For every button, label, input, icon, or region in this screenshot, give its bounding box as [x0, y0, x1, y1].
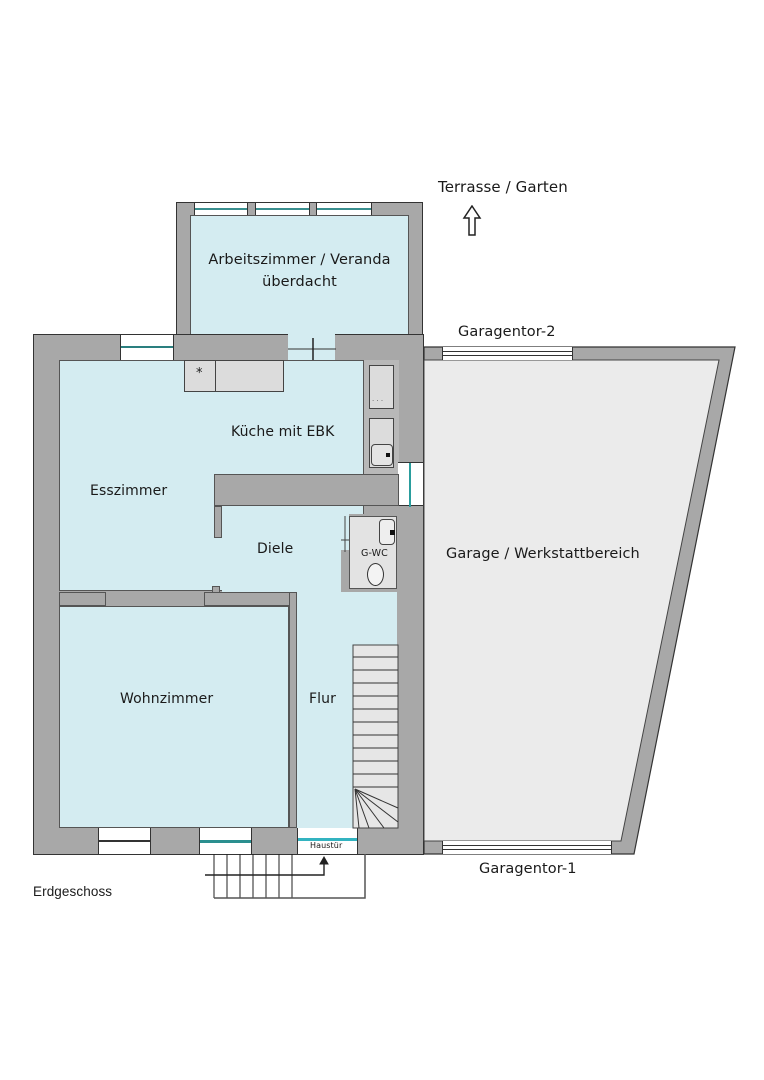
garage-label: Garage / Werkstattbereich — [446, 546, 640, 562]
living-label: Wohnzimmer — [120, 691, 214, 707]
dining-label: Esszimmer — [90, 483, 168, 499]
garage-door-2-label: Garagentor-2 — [458, 324, 556, 340]
stove-marker-icon: * — [196, 366, 203, 381]
partition-left — [59, 592, 106, 606]
kitchen-partition — [214, 474, 399, 506]
toilet-icon — [367, 563, 384, 586]
kitchen-label: Küche mit EBK — [231, 424, 335, 440]
front-door[interactable] — [297, 828, 358, 854]
study-label-sub: überdacht — [262, 274, 337, 290]
wc-label: G-WC — [361, 548, 388, 559]
corridor-label: Flur — [309, 691, 336, 707]
counter-top — [215, 360, 284, 392]
staircase-icon — [352, 644, 399, 829]
living-room — [59, 606, 289, 828]
window — [398, 462, 423, 507]
hall-room — [222, 514, 342, 592]
terrace-label: Terrasse / Garten — [438, 178, 568, 196]
study-label: Arbeitszimmer / Veranda — [208, 252, 391, 268]
floor-title: Erdgeschoss — [33, 884, 113, 899]
study-doorway — [288, 334, 335, 361]
partition-right — [204, 592, 297, 606]
up-arrow-icon — [462, 205, 482, 236]
entrance-steps-icon — [205, 854, 366, 899]
garage-door-1[interactable] — [442, 841, 612, 854]
window — [255, 203, 310, 215]
window — [316, 203, 372, 215]
garage-door-2[interactable] — [442, 347, 573, 360]
window — [120, 335, 174, 360]
wall-stub — [214, 506, 222, 538]
study-room — [190, 215, 409, 335]
garage-door-1-label: Garagentor-1 — [479, 861, 577, 877]
partition-notch — [212, 586, 220, 593]
window — [194, 203, 248, 215]
faucet-icon — [386, 453, 390, 457]
faucet-icon — [390, 530, 395, 535]
door-symbol-icon — [341, 516, 349, 552]
window — [98, 828, 151, 854]
stove-dots: . . . — [372, 395, 384, 403]
partition-living-corridor — [289, 592, 297, 828]
front-door-label: Haustür — [310, 841, 343, 850]
door-symbol-icon — [288, 338, 336, 360]
sink-icon — [371, 444, 393, 466]
corridor-upper — [342, 598, 397, 638]
fridge-icon — [369, 365, 394, 409]
hall-label: Diele — [257, 541, 294, 557]
window — [199, 828, 252, 854]
